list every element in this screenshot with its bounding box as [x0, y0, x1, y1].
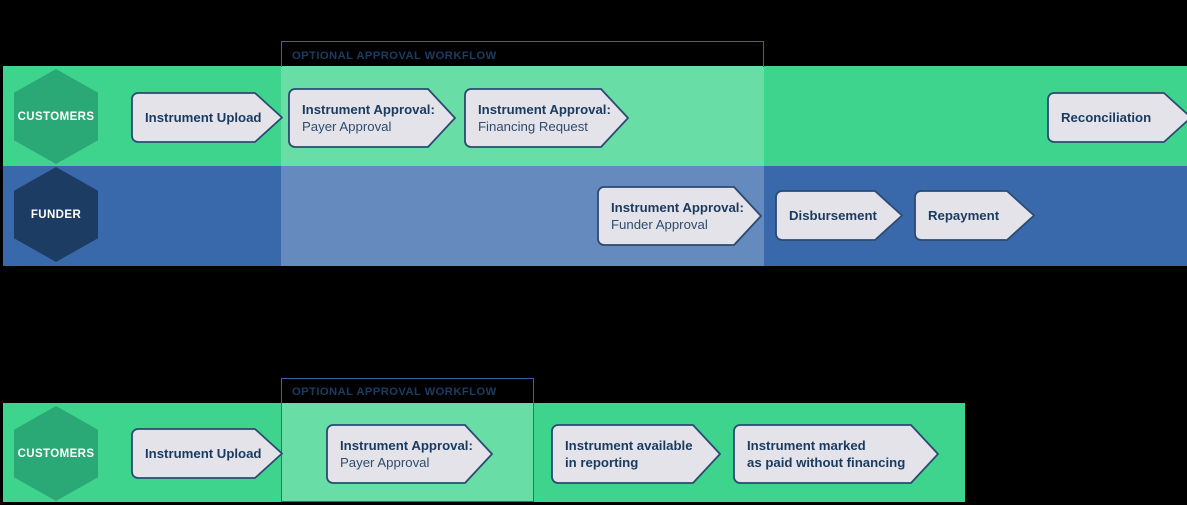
- lane-badge-funder-label: FUNDER: [30, 208, 82, 221]
- step-line-2: Funder Approval: [611, 216, 708, 232]
- step-instrument-approval-payer[interactable]: Instrument Approval: Payer Approval: [288, 88, 456, 148]
- step-line-2: Financing Request: [478, 118, 588, 134]
- step-instrument-approval-payer[interactable]: Instrument Approval: Payer Approval: [326, 424, 493, 484]
- step-line-1: Disbursement: [789, 207, 877, 223]
- step-instrument-available[interactable]: Instrument available in reporting: [551, 424, 721, 484]
- step-instrument-approval-financing-text: Instrument Approval: Financing Request: [464, 88, 629, 148]
- step-instrument-upload-text: Instrument Upload: [131, 428, 283, 479]
- step-line-1: Instrument Upload: [145, 445, 262, 461]
- step-line-2: Payer Approval: [302, 118, 392, 134]
- step-line-1: Instrument Approval:: [611, 199, 744, 215]
- optional-approval-overlay-label: OPTIONAL APPROVAL WORKFLOW: [292, 50, 497, 62]
- step-instrument-available-text: Instrument available in reporting: [551, 424, 721, 484]
- step-instrument-approval-funder-text: Instrument Approval: Funder Approval: [597, 186, 762, 246]
- step-instrument-approval-funder[interactable]: Instrument Approval: Funder Approval: [597, 186, 762, 246]
- step-repayment-text: Repayment: [914, 190, 1035, 241]
- step-line-2: as paid without financing: [747, 454, 906, 470]
- step-instrument-approval-payer-text: Instrument Approval: Payer Approval: [326, 424, 493, 484]
- step-instrument-upload[interactable]: Instrument Upload: [131, 92, 283, 143]
- step-instrument-marked-paid[interactable]: Instrument marked as paid without financ…: [733, 424, 939, 484]
- step-line-1: Repayment: [928, 207, 1000, 223]
- step-line-2: in reporting: [565, 454, 639, 470]
- step-instrument-marked-paid-text: Instrument marked as paid without financ…: [733, 424, 939, 484]
- optional-approval-overlay-label: OPTIONAL APPROVAL WORKFLOW: [292, 386, 497, 398]
- step-line-1: Instrument Upload: [145, 109, 262, 125]
- step-disbursement[interactable]: Disbursement: [775, 190, 903, 241]
- step-instrument-approval-payer-text: Instrument Approval: Payer Approval: [288, 88, 456, 148]
- step-line-1: Instrument Approval:: [478, 101, 611, 117]
- step-instrument-upload-text: Instrument Upload: [131, 92, 283, 143]
- step-instrument-upload[interactable]: Instrument Upload: [131, 428, 283, 479]
- lane-badge-customers: CUSTOMERS: [14, 406, 98, 501]
- step-line-1: Instrument Approval:: [302, 101, 435, 117]
- step-line-2: Payer Approval: [340, 454, 430, 470]
- step-line-1: Instrument marked: [747, 437, 866, 453]
- lane-badge-customers-label: CUSTOMERS: [17, 110, 95, 123]
- step-instrument-approval-financing[interactable]: Instrument Approval: Financing Request: [464, 88, 629, 148]
- step-line-1: Instrument available: [565, 437, 693, 453]
- step-disbursement-text: Disbursement: [775, 190, 903, 241]
- step-reconciliation[interactable]: Reconciliation: [1047, 92, 1187, 143]
- lane-badge-customers-label: CUSTOMERS: [17, 447, 95, 460]
- step-line-1: Instrument Approval:: [340, 437, 473, 453]
- step-line-1: Reconciliation: [1061, 109, 1152, 125]
- step-reconciliation-text: Reconciliation: [1047, 92, 1187, 143]
- step-repayment[interactable]: Repayment: [914, 190, 1035, 241]
